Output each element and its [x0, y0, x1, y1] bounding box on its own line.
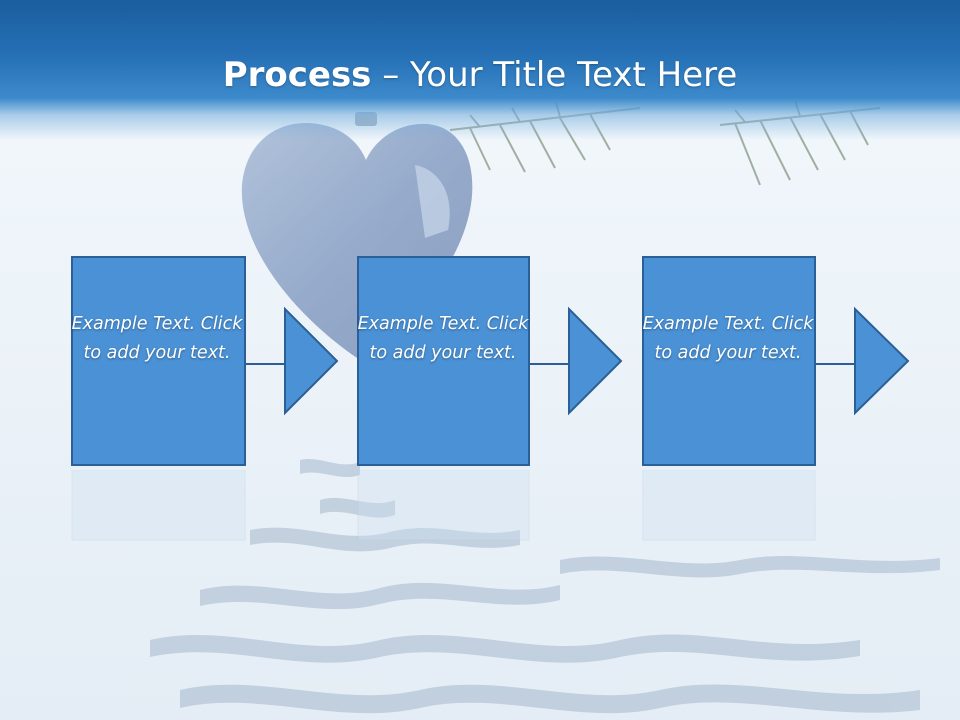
process-step-1[interactable]: Example Text. Click to add your text.: [71, 256, 339, 466]
step-arrow-shape: [71, 256, 339, 466]
slide-title[interactable]: Process – Your Title Text Here: [0, 52, 960, 98]
step-arrow-shape: [357, 256, 623, 466]
title-bold-text: Process: [222, 55, 372, 95]
step-3-reflection: [642, 470, 816, 541]
process-step-3[interactable]: Example Text. Click to add your text.: [642, 256, 910, 466]
step-arrow-shape: [642, 256, 910, 466]
process-step-2[interactable]: Example Text. Click to add your text.: [357, 256, 623, 466]
title-bar: [0, 0, 960, 140]
step-3-text: Example Text. Click to add your text.: [642, 314, 814, 363]
water-ripples: [150, 458, 940, 714]
step-2-reflection: [357, 470, 530, 541]
step-1-text: Example Text. Click to add your text.: [71, 314, 243, 363]
step-1-reflection: [71, 470, 246, 541]
step-2-text: Example Text. Click to add your text.: [357, 314, 529, 363]
title-rest-text: – Your Title Text Here: [371, 55, 738, 95]
